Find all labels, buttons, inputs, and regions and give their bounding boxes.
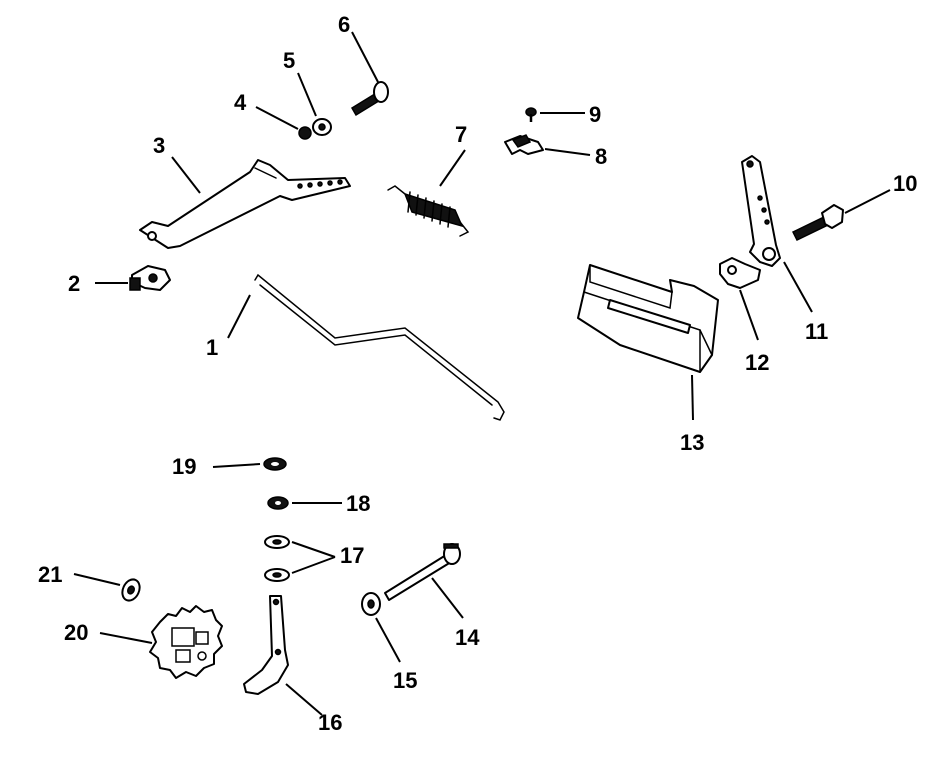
part-5-washer bbox=[312, 118, 332, 136]
part-20-governor-gear bbox=[149, 605, 223, 679]
part-7-spring bbox=[387, 185, 470, 237]
callout-15: 15 bbox=[393, 668, 417, 693]
leader-5 bbox=[297, 72, 317, 117]
leader-19 bbox=[212, 463, 261, 468]
callout-2: 2 bbox=[68, 271, 80, 296]
part-17-washers bbox=[264, 535, 290, 582]
leader-21 bbox=[73, 573, 121, 586]
leader-20 bbox=[99, 632, 153, 644]
callout-9: 9 bbox=[589, 102, 601, 127]
leader-6 bbox=[351, 31, 379, 83]
callout-6: 6 bbox=[338, 12, 350, 37]
part-16-governor-lever bbox=[243, 595, 289, 695]
leader-14 bbox=[431, 577, 464, 619]
part-10-bolt bbox=[791, 204, 844, 241]
part-3-throttle-lever bbox=[139, 159, 351, 249]
leader-10 bbox=[844, 189, 891, 214]
callout-7: 7 bbox=[455, 122, 467, 147]
part-15-washer bbox=[361, 592, 381, 616]
part-11-lever bbox=[741, 155, 781, 267]
part-4-nut bbox=[298, 126, 312, 140]
leader-17a bbox=[291, 541, 336, 558]
callout-5: 5 bbox=[283, 48, 295, 73]
callout-16: 16 bbox=[318, 710, 342, 735]
callout-12: 12 bbox=[745, 350, 769, 375]
leader-8 bbox=[544, 148, 591, 156]
part-12-cam bbox=[719, 257, 761, 289]
leader-13 bbox=[691, 374, 694, 421]
callout-8: 8 bbox=[595, 144, 607, 169]
part-21-washer bbox=[121, 578, 141, 602]
leader-15 bbox=[375, 617, 401, 663]
callout-17: 17 bbox=[340, 543, 364, 568]
part-13-bracket bbox=[577, 264, 719, 373]
callout-21: 21 bbox=[38, 562, 62, 587]
part-8-clamp bbox=[504, 134, 544, 155]
leader-4 bbox=[255, 106, 299, 130]
part-19-washer bbox=[263, 457, 287, 471]
callout-18: 18 bbox=[346, 491, 370, 516]
callout-19: 19 bbox=[172, 454, 196, 479]
leader-3 bbox=[171, 156, 201, 194]
callout-14: 14 bbox=[455, 625, 480, 650]
callout-20: 20 bbox=[64, 620, 88, 645]
callout-1: 1 bbox=[206, 335, 218, 360]
part-6-bolt bbox=[350, 81, 389, 117]
leader-7 bbox=[439, 149, 466, 187]
callout-11: 11 bbox=[805, 319, 828, 344]
leader-1 bbox=[227, 294, 251, 339]
part-14-pin bbox=[384, 543, 461, 601]
callout-10: 10 bbox=[893, 171, 917, 196]
leader-16 bbox=[285, 683, 323, 716]
leader-11 bbox=[783, 261, 813, 313]
callout-13: 13 bbox=[680, 430, 704, 455]
part-2-clip bbox=[129, 265, 171, 291]
part-1-link-rod bbox=[254, 273, 505, 421]
leader-12 bbox=[739, 289, 759, 341]
part-9-screw bbox=[525, 107, 537, 122]
part-18-nut bbox=[267, 496, 289, 510]
leader-17b bbox=[291, 556, 336, 574]
callout-3: 3 bbox=[153, 133, 165, 158]
callout-4: 4 bbox=[234, 90, 247, 115]
